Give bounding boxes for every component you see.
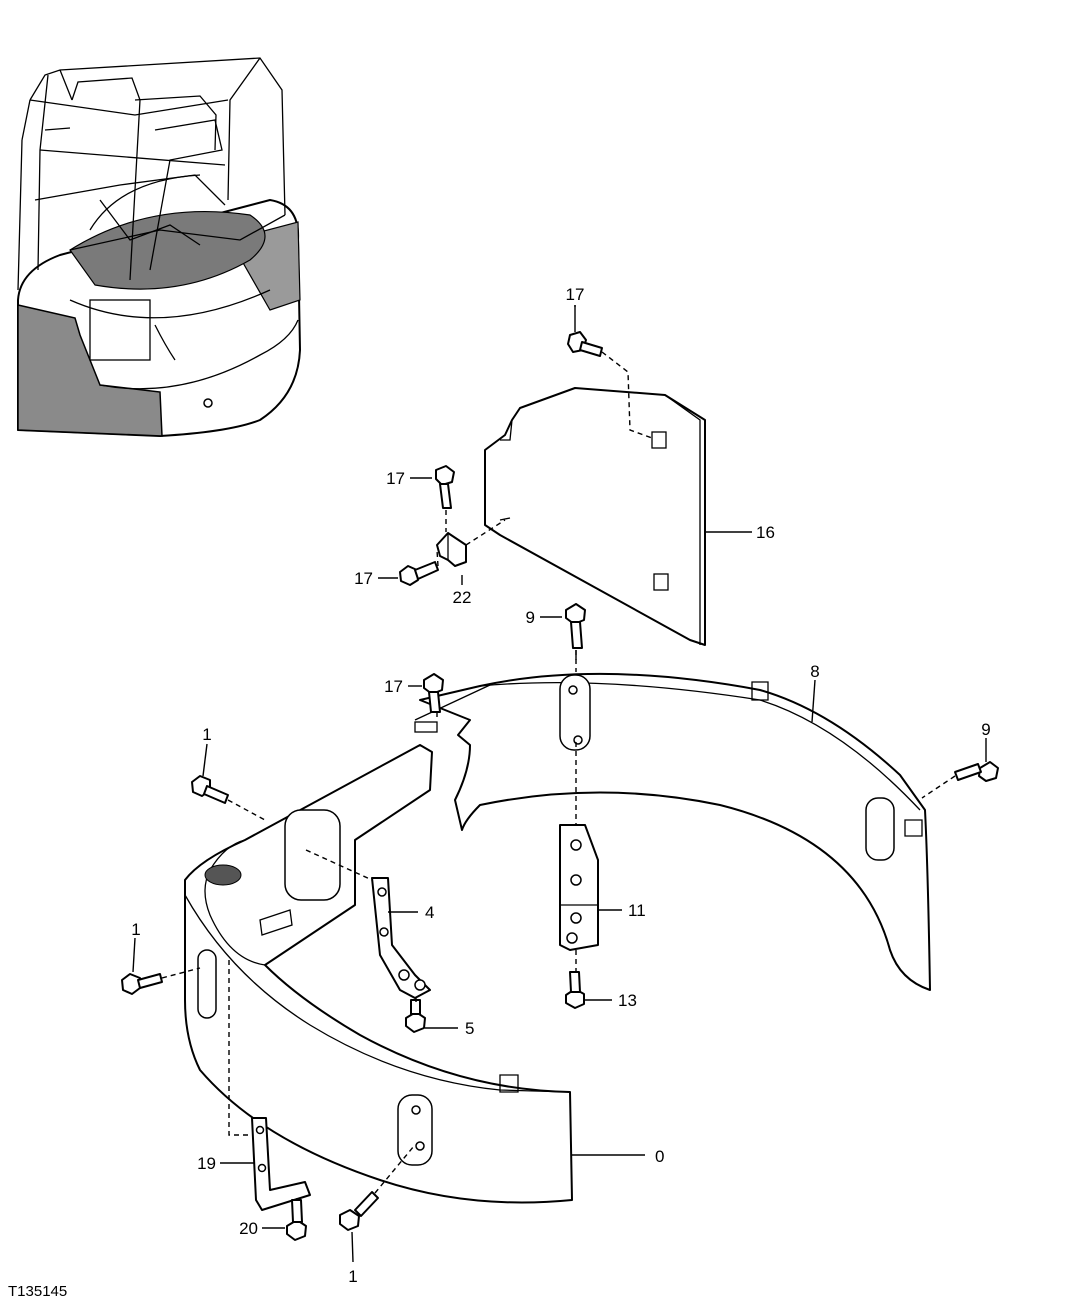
callout-20: 20 [239, 1219, 258, 1238]
callout-8: 8 [810, 662, 819, 681]
callout-17-lower: 17 [384, 677, 403, 696]
bracket-11 [559, 824, 599, 951]
leader-lines [132, 305, 987, 1263]
callout-1-left: 1 [131, 920, 140, 939]
figure-id: T135145 [8, 1283, 67, 1300]
panel-16 [484, 387, 706, 646]
hex-bolt-icon [339, 1191, 379, 1231]
hex-bolt-icon [565, 971, 585, 1009]
bracket-4 [371, 877, 431, 999]
counterweight-0 [184, 744, 573, 1204]
hex-bolt-icon [435, 465, 455, 509]
hex-bolt-icon [121, 973, 163, 995]
rear-hood-8 [414, 672, 931, 991]
bracket-19 [251, 1117, 311, 1211]
machine-overview-illustration [17, 57, 301, 437]
callout-1-bottom: 1 [348, 1267, 357, 1286]
callout-labels: 0 1 1 1 4 5 8 9 9 11 13 16 17 17 17 17 1… [131, 285, 990, 1286]
hex-bolt-icon [567, 331, 603, 357]
callout-17-left: 17 [354, 569, 373, 588]
bracket-22 [436, 532, 467, 567]
callout-16: 16 [756, 523, 775, 542]
callout-17-mid: 17 [386, 469, 405, 488]
hex-bolt-icon [399, 561, 439, 586]
callout-1-top: 1 [202, 725, 211, 744]
callout-9-top: 9 [526, 608, 535, 627]
callout-19: 19 [197, 1154, 216, 1173]
hex-bolt-icon [423, 673, 444, 713]
hex-bolt-icon [405, 999, 426, 1033]
callout-5: 5 [465, 1019, 474, 1038]
callout-9-right: 9 [981, 720, 990, 739]
hex-bolt-icon [954, 761, 999, 782]
assembly-lines [161, 351, 956, 1200]
hex-bolt-icon [191, 775, 229, 804]
callout-4: 4 [425, 903, 434, 922]
callout-13: 13 [618, 991, 637, 1010]
callout-17-top: 17 [566, 285, 585, 304]
callout-11: 11 [628, 901, 646, 920]
callout-0: 0 [655, 1147, 664, 1166]
callout-22: 22 [453, 588, 472, 607]
hex-bolt-icon [286, 1199, 307, 1241]
hex-bolt-icon [565, 603, 586, 649]
bolts [121, 331, 999, 1241]
